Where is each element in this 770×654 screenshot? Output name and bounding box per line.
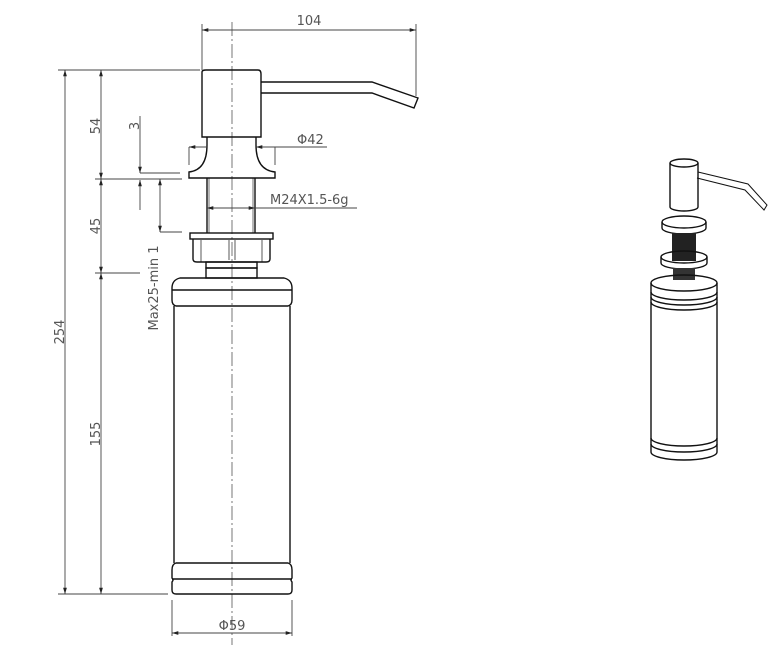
dimension-thread: M24X1.5-6g <box>206 193 357 210</box>
dim-label-3: 3 <box>128 122 143 130</box>
dim-label-45: 45 <box>89 218 104 235</box>
dim-label-104: 104 <box>297 14 322 29</box>
dimension-spout-reach: 104 <box>201 14 417 96</box>
dim-label-phi42: Φ42 <box>297 133 324 148</box>
dimension-bottle-diameter: Φ59 <box>171 600 293 636</box>
dim-label-54: 54 <box>89 118 104 135</box>
dispenser-front-view <box>171 69 419 595</box>
dim-label-254: 254 <box>53 320 68 345</box>
dim-label-thread: M24X1.5-6g <box>270 193 349 208</box>
dimension-mounting-range: Max25-min 1 <box>147 178 182 331</box>
dim-label-mounting-range: Max25-min 1 <box>147 245 162 330</box>
dimension-total-height: 254 <box>53 70 68 594</box>
dimension-flange-thickness: 3 <box>128 116 180 210</box>
dimension-chain: 54 45 155 <box>89 70 104 594</box>
dimension-flange-diameter: Φ42 <box>188 133 327 165</box>
dim-label-155: 155 <box>89 422 104 447</box>
dispenser-isometric-view <box>650 158 768 461</box>
dim-label-phi59: Φ59 <box>219 619 246 634</box>
